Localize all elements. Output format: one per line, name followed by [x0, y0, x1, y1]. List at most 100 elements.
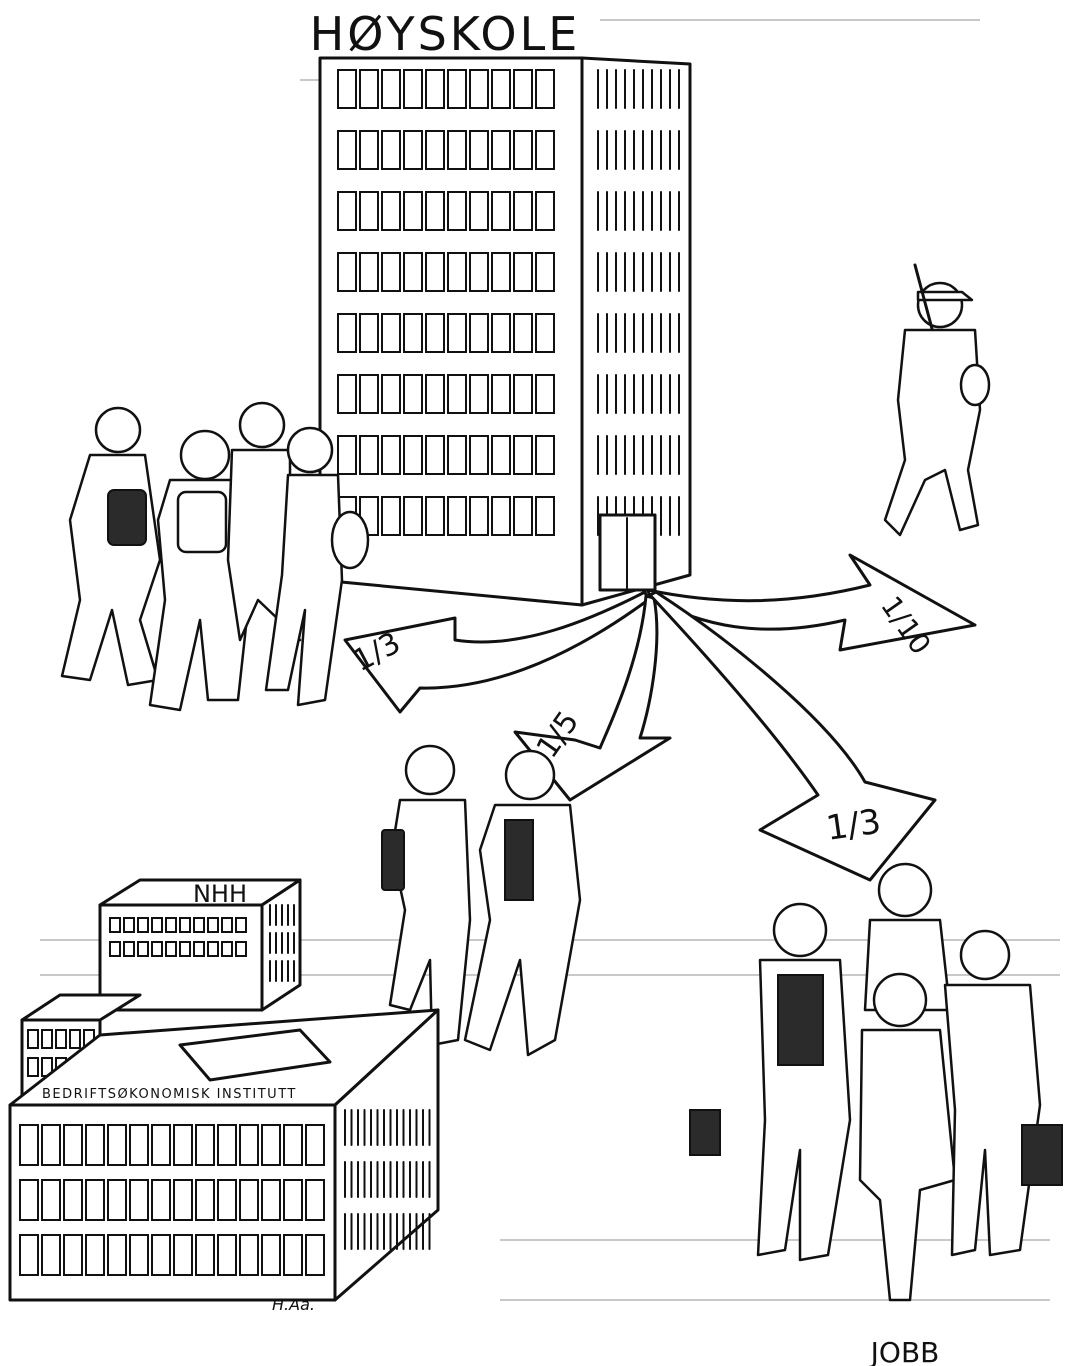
- nhh-tower-window: [208, 942, 218, 956]
- building-window: [536, 436, 554, 474]
- nhh-window: [108, 1125, 126, 1165]
- building-window: [514, 436, 532, 474]
- nhh-window: [306, 1180, 324, 1220]
- building-window: [360, 253, 378, 291]
- nhh-window: [64, 1125, 82, 1165]
- nhh-window: [130, 1125, 148, 1165]
- nhh-building-sign: BEDRIFTSØKONOMISK INSTITUTT: [42, 1087, 297, 1102]
- nhh-window: [152, 1125, 170, 1165]
- nhh-window: [218, 1125, 236, 1165]
- building-window: [514, 192, 532, 230]
- building-window: [514, 70, 532, 108]
- nhh-window: [64, 1235, 82, 1275]
- nhh-window: [42, 1235, 60, 1275]
- nhh-window: [262, 1235, 280, 1275]
- nhh-window: [284, 1235, 302, 1275]
- nhh-annex-window: [70, 1030, 80, 1048]
- building-window: [470, 131, 488, 169]
- building-window: [536, 253, 554, 291]
- nhh-tower-window: [180, 942, 190, 956]
- building-window: [360, 375, 378, 413]
- nhh-window: [130, 1180, 148, 1220]
- nhh-window: [218, 1180, 236, 1220]
- nhh-window: [174, 1125, 192, 1165]
- building-window: [470, 192, 488, 230]
- nhh-sign: NHH: [193, 880, 247, 908]
- building-window: [470, 436, 488, 474]
- building-window: [492, 497, 510, 535]
- nhh-annex-window: [28, 1058, 38, 1076]
- nhh-window: [262, 1125, 280, 1165]
- nhh-window: [262, 1180, 280, 1220]
- nhh-tower-window: [110, 918, 120, 932]
- building-window: [448, 314, 466, 352]
- nhh-window: [196, 1180, 214, 1220]
- nhh-window: [86, 1180, 104, 1220]
- artist-signature: H.Aa.: [272, 1295, 315, 1314]
- nhh-window: [20, 1125, 38, 1165]
- building-window: [360, 131, 378, 169]
- building-window: [426, 253, 444, 291]
- nhh-tower-window: [180, 918, 190, 932]
- nhh-window: [86, 1235, 104, 1275]
- building-window: [514, 314, 532, 352]
- nhh-window: [240, 1235, 258, 1275]
- nhh-window: [64, 1180, 82, 1220]
- nhh-tower-window: [208, 918, 218, 932]
- nhh-window: [42, 1125, 60, 1165]
- nhh-tower-window: [138, 942, 148, 956]
- building-window: [448, 375, 466, 413]
- building-window: [426, 192, 444, 230]
- building-window: [338, 70, 356, 108]
- nhh-tower-window: [194, 918, 204, 932]
- nhh-tower-window: [152, 942, 162, 956]
- building-window: [404, 314, 422, 352]
- building-window: [426, 314, 444, 352]
- nhh-window: [306, 1125, 324, 1165]
- building-window: [382, 70, 400, 108]
- main-building: HØYSKOLE: [310, 7, 690, 605]
- building-window: [404, 192, 422, 230]
- building-window: [360, 192, 378, 230]
- nhh-tower-window: [236, 918, 246, 932]
- nhh-window: [174, 1180, 192, 1220]
- nhh-tower-window: [166, 918, 176, 932]
- building-window: [514, 375, 532, 413]
- building-window: [448, 253, 466, 291]
- building-window: [338, 253, 356, 291]
- building-window: [382, 314, 400, 352]
- building-window: [448, 70, 466, 108]
- building-window: [448, 497, 466, 535]
- building-window: [382, 436, 400, 474]
- building-window: [536, 497, 554, 535]
- building-window: [470, 497, 488, 535]
- nhh-tower-window: [236, 942, 246, 956]
- building-window: [382, 131, 400, 169]
- building-window: [536, 131, 554, 169]
- building-window: [404, 131, 422, 169]
- building-window: [338, 314, 356, 352]
- building-window: [404, 70, 422, 108]
- building-window: [514, 253, 532, 291]
- nhh-window: [306, 1235, 324, 1275]
- building-window: [382, 497, 400, 535]
- building-window: [382, 375, 400, 413]
- nhh-window: [86, 1125, 104, 1165]
- nhh-tower-window: [166, 942, 176, 956]
- nhh-window: [20, 1235, 38, 1275]
- nhh-window: [20, 1180, 38, 1220]
- building-window: [536, 70, 554, 108]
- building-window: [426, 436, 444, 474]
- nhh-window: [130, 1235, 148, 1275]
- nhh-window: [42, 1180, 60, 1220]
- building-window: [448, 192, 466, 230]
- nhh-window: [196, 1235, 214, 1275]
- nhh-window: [240, 1125, 258, 1165]
- building-window: [338, 375, 356, 413]
- nhh-tower-window: [152, 918, 162, 932]
- nhh-tower-window: [124, 942, 134, 956]
- building-window: [536, 375, 554, 413]
- building-window: [470, 314, 488, 352]
- building-window: [382, 253, 400, 291]
